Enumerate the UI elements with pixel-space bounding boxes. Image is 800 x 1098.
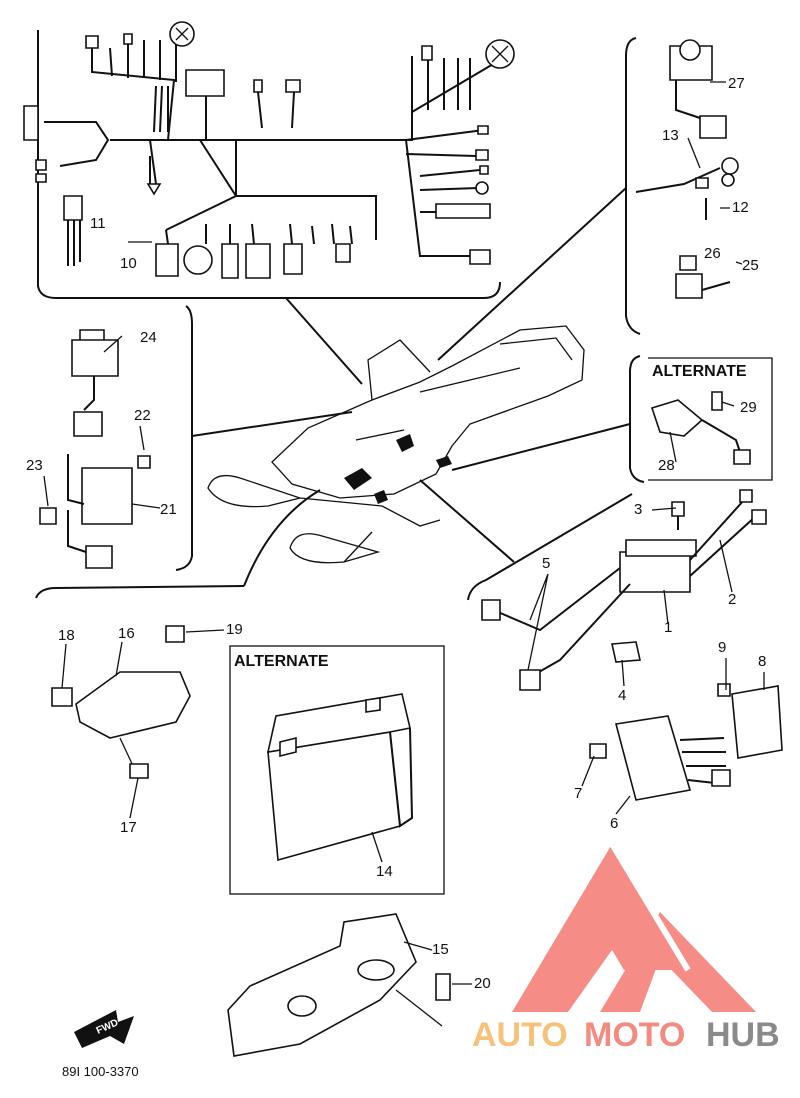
harness-icon xyxy=(23,21,515,279)
frame-alt-battery xyxy=(229,645,445,895)
watermark-hub: HUB xyxy=(706,1016,780,1054)
leader-right-top xyxy=(437,187,627,361)
leader-alt-28 xyxy=(451,423,631,471)
part-label-27: 27 xyxy=(728,75,745,92)
part-label-25: 25 xyxy=(742,257,759,274)
watermark-auto: AUTO xyxy=(472,1016,568,1054)
ignition-coil-icon xyxy=(481,489,767,691)
part-label-9: 9 xyxy=(718,639,726,656)
part-label-13: 13 xyxy=(662,127,679,144)
alternate-cover-icon xyxy=(650,391,751,465)
part-label-7: 7 xyxy=(574,785,582,802)
frame-right-top xyxy=(625,37,641,335)
leader-harness xyxy=(285,297,363,385)
part-label-15: 15 xyxy=(432,941,449,958)
part-label-17: 17 xyxy=(120,819,137,836)
part-label-4: 4 xyxy=(618,687,626,704)
part-label-11: 11 xyxy=(90,215,106,232)
part-label-29: 29 xyxy=(740,399,757,416)
leader-bottom-left xyxy=(243,489,321,587)
watermark-logo-icon xyxy=(512,842,756,1012)
drawing-code: 89I 100-3370 xyxy=(62,1064,139,1079)
part-label-2: 2 xyxy=(728,591,736,608)
relay-icon xyxy=(635,39,739,299)
part-label-16: 16 xyxy=(118,625,135,642)
part-label-19: 19 xyxy=(226,621,243,638)
part-label-22: 22 xyxy=(134,407,151,424)
part-label-3: 3 xyxy=(634,501,642,518)
frame-left-mid xyxy=(175,305,193,571)
part-label-20: 20 xyxy=(474,975,491,992)
alternate-label-top: ALTERNATE xyxy=(652,363,747,380)
main-switch-icon xyxy=(39,329,151,569)
frame-right-bottom xyxy=(467,493,633,601)
watermark-wordmark: AUTO MOTO HUB xyxy=(472,1016,780,1054)
battery-tray-icon xyxy=(227,913,451,1057)
leader-left-mid xyxy=(191,411,353,437)
part-label-5: 5 xyxy=(542,555,550,572)
part-labels: 1 2 3 4 5 6 7 8 9 10 11 12 13 14 15 16 1… xyxy=(26,75,766,992)
frame-harness xyxy=(37,30,501,299)
part-label-1: 1 xyxy=(664,619,672,636)
frame-bottom-left xyxy=(35,585,245,599)
part-label-12: 12 xyxy=(732,199,749,216)
part-label-23: 23 xyxy=(26,457,43,474)
frame-alt-28-box xyxy=(648,357,773,481)
leader-ignition xyxy=(419,479,515,563)
battery-icon xyxy=(266,693,414,862)
part-label-14: 14 xyxy=(376,863,393,880)
cdi-unit-icon xyxy=(589,641,783,801)
part-label-24: 24 xyxy=(140,329,157,346)
part-label-10: 10 xyxy=(120,255,137,272)
label-leaders xyxy=(43,81,765,985)
part-label-26: 26 xyxy=(704,245,721,262)
bracket-icon xyxy=(51,625,191,779)
part-label-21: 21 xyxy=(160,501,177,518)
part-label-6: 6 xyxy=(610,815,618,832)
fwd-arrow-icon: FWD xyxy=(74,1010,134,1048)
part-label-18: 18 xyxy=(58,627,75,644)
frame-alt-28 xyxy=(629,355,645,483)
snowmobile-icon xyxy=(207,325,585,564)
watermark-moto: MOTO xyxy=(584,1016,685,1054)
alternate-label-battery: ALTERNATE xyxy=(234,653,329,670)
part-label-28: 28 xyxy=(658,457,675,474)
part-label-8: 8 xyxy=(758,653,766,670)
